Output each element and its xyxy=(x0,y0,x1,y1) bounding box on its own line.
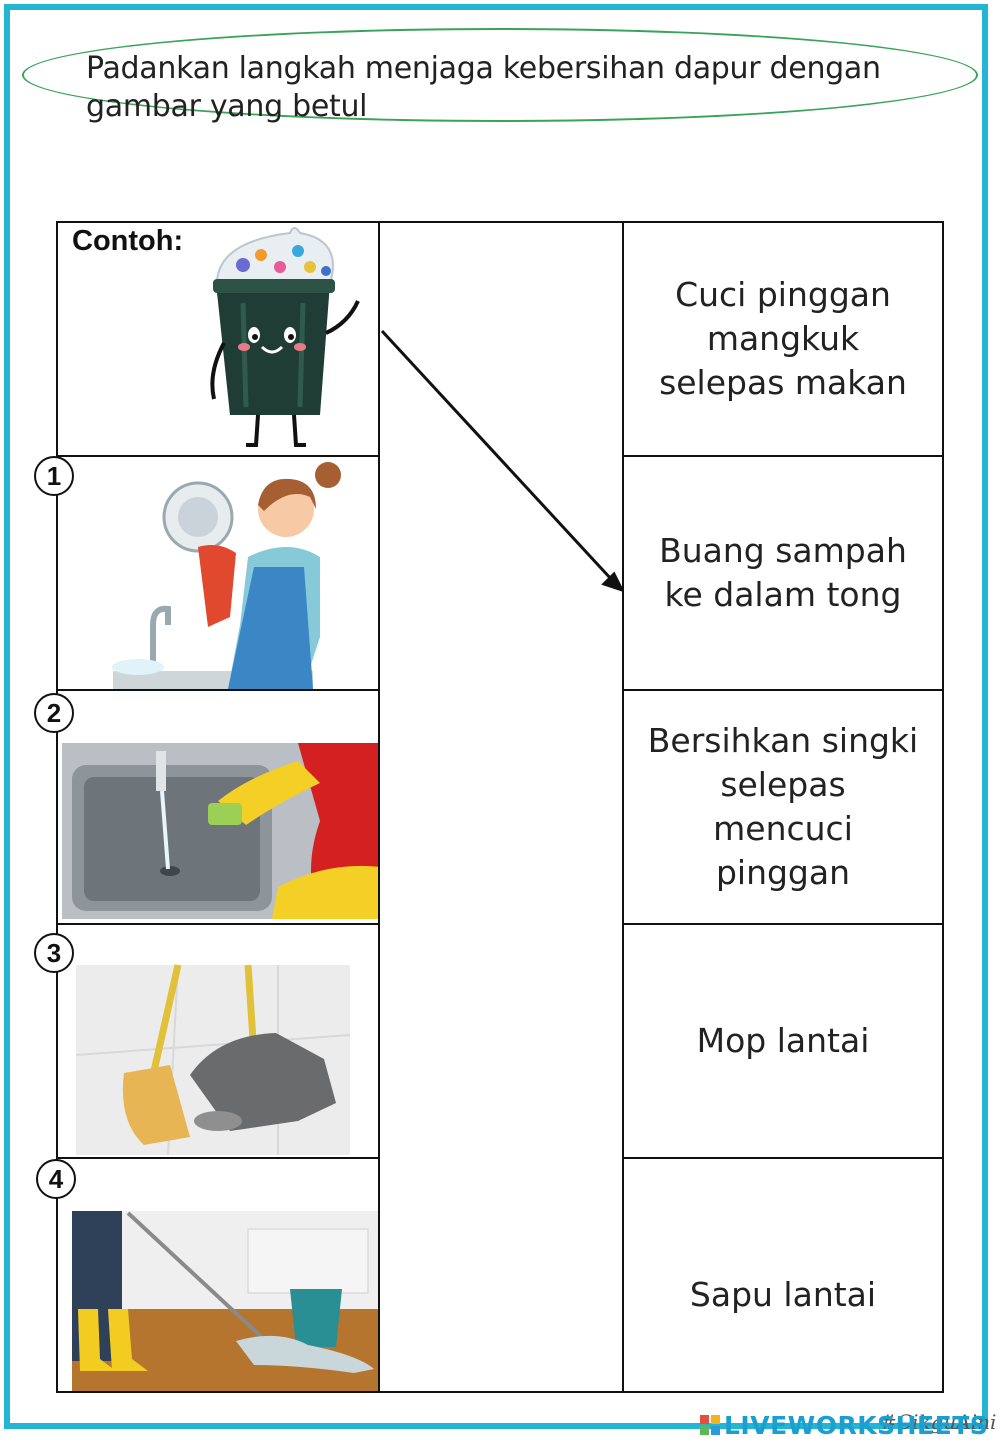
mopping-floor-image xyxy=(72,1211,378,1391)
answer-text-1: Cuci pinggan mangkuk selepas makan xyxy=(659,275,907,402)
instruction-text: Padankan langkah menjaga kebersihan dapu… xyxy=(86,51,881,124)
answer-text-4: Mop lantai xyxy=(696,1021,870,1060)
answer-text-2: Buang sampah ke dalam tong xyxy=(659,531,907,614)
answer-box-2[interactable]: Buang sampah ke dalam tong xyxy=(622,455,944,691)
answer-box-5[interactable]: Sapu lantai xyxy=(622,1157,944,1393)
answer-box-1[interactable]: Cuci pinggan mangkuk selepas makan xyxy=(622,221,944,457)
answer-text-3: Bersihkan singki selepas mencuci pinggan xyxy=(647,721,919,892)
number-badge-4: 4 xyxy=(36,1159,76,1199)
answer-text-5: Sapu lantai xyxy=(689,1275,877,1314)
picture-cell-1 xyxy=(56,455,380,691)
picture-cell-4 xyxy=(56,1157,380,1393)
logo-blocks-icon xyxy=(700,1415,720,1435)
signature-text: #CikguAini xyxy=(880,1410,997,1434)
number-badge-3: 3 xyxy=(34,933,74,973)
broom-and-dustpan-image xyxy=(75,964,351,1156)
answer-box-4[interactable]: Mop lantai xyxy=(622,923,944,1159)
picture-cell-2 xyxy=(56,689,380,925)
cleaning-sink-image xyxy=(62,743,378,919)
instruction-oval xyxy=(22,28,978,122)
picture-cell-3 xyxy=(56,923,380,1159)
brand-text: LIVEWORKSHEETS xyxy=(724,1410,989,1440)
woman-washing-dishes-image xyxy=(112,462,341,689)
number-badge-1: 1 xyxy=(34,456,74,496)
matching-column xyxy=(380,221,622,1393)
example-cell: Contoh: xyxy=(56,221,380,457)
page-frame xyxy=(4,4,988,1429)
number-badge-2: 2 xyxy=(34,693,74,733)
answer-box-3[interactable]: Bersihkan singki selepas mencuci pinggan xyxy=(622,689,944,925)
trash-bin-character-icon xyxy=(210,227,360,447)
liveworksheets-logo: LIVEWORKSHEETS xyxy=(700,1410,988,1440)
example-label: Contoh: xyxy=(72,225,184,257)
